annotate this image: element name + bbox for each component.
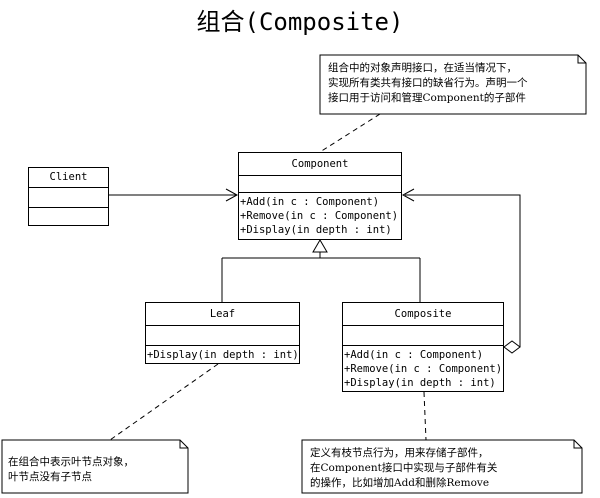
- leaf-class[interactable]: Leaf +Display(in depth : int): [145, 302, 300, 364]
- leaf-note-shape: [1, 439, 189, 494]
- leaf-note-anchor: [109, 363, 219, 441]
- generalization-arrowhead: [312, 239, 328, 253]
- component-note-shape: [319, 54, 587, 115]
- component-note-anchor: [319, 113, 381, 153]
- composite-note-line: 定义有枝节点行为，用来存储子部件，: [310, 447, 489, 459]
- aggregation-diamond: [503, 340, 521, 354]
- client-class-attributes: [29, 188, 108, 208]
- component-op-add: +Add(in c : Component): [240, 196, 380, 208]
- client-class-name: Client: [29, 168, 108, 188]
- composite-class-attributes: [343, 326, 503, 346]
- leaf-note-line: 叶节点没有子节点: [8, 471, 92, 483]
- client-class-operations: [29, 208, 108, 226]
- leaf-note: 在组合中表示叶节点对象， 叶节点没有子节点: [8, 455, 134, 485]
- component-note-line: 接口用于访问和管理Component的子部件: [328, 92, 526, 104]
- leaf-op-display: +Display(in depth : int): [147, 349, 299, 361]
- composite-note-anchor: [423, 391, 427, 441]
- leaf-class-name: Leaf: [146, 303, 299, 326]
- composite-note-line: 在Component接口中实现与子部件有关: [310, 462, 498, 474]
- client-class[interactable]: Client: [28, 167, 109, 226]
- composite-class-operations: +Add(in c : Component) +Remove(in c : Co…: [343, 346, 503, 390]
- component-note: 组合中的对象声明接口，在适当情况下， 实现所有类共有接口的缺省行为。声明一个 接…: [328, 61, 528, 106]
- aggregation-line: [405, 194, 521, 347]
- component-class-name: Component: [239, 153, 401, 176]
- aggregation-arrowhead: [401, 188, 415, 202]
- component-note-line: 实现所有类共有接口的缺省行为。声明一个: [328, 77, 528, 89]
- composite-op-add: +Add(in c : Component): [344, 349, 484, 361]
- composite-class[interactable]: Composite +Add(in c : Component) +Remove…: [342, 302, 504, 392]
- composite-note-shape: [301, 439, 583, 494]
- leaf-note-line: 在组合中表示叶节点对象，: [8, 456, 134, 468]
- component-class[interactable]: Component +Add(in c : Component) +Remove…: [238, 152, 402, 240]
- component-note-line: 组合中的对象声明接口，在适当情况下，: [328, 62, 517, 74]
- composite-note: 定义有枝节点行为，用来存储子部件， 在Component接口中实现与子部件有关 …: [310, 446, 497, 491]
- component-op-remove: +Remove(in c : Component): [240, 210, 399, 222]
- composite-op-remove: +Remove(in c : Component): [344, 363, 503, 375]
- component-class-operations: +Add(in c : Component) +Remove(in c : Co…: [239, 193, 401, 237]
- composite-class-name: Composite: [343, 303, 503, 326]
- client-association-arrowhead: [225, 188, 239, 202]
- component-class-attributes: [239, 176, 401, 193]
- component-op-display: +Display(in depth : int): [240, 224, 392, 236]
- composite-op-display: +Display(in depth : int): [344, 377, 496, 389]
- composite-note-line: 的操作，比如增加Add和删除Remove: [310, 477, 490, 489]
- leaf-class-attributes: [146, 326, 299, 346]
- diagram-title: 组合(Composite): [196, 8, 404, 36]
- leaf-class-operations: +Display(in depth : int): [146, 346, 299, 362]
